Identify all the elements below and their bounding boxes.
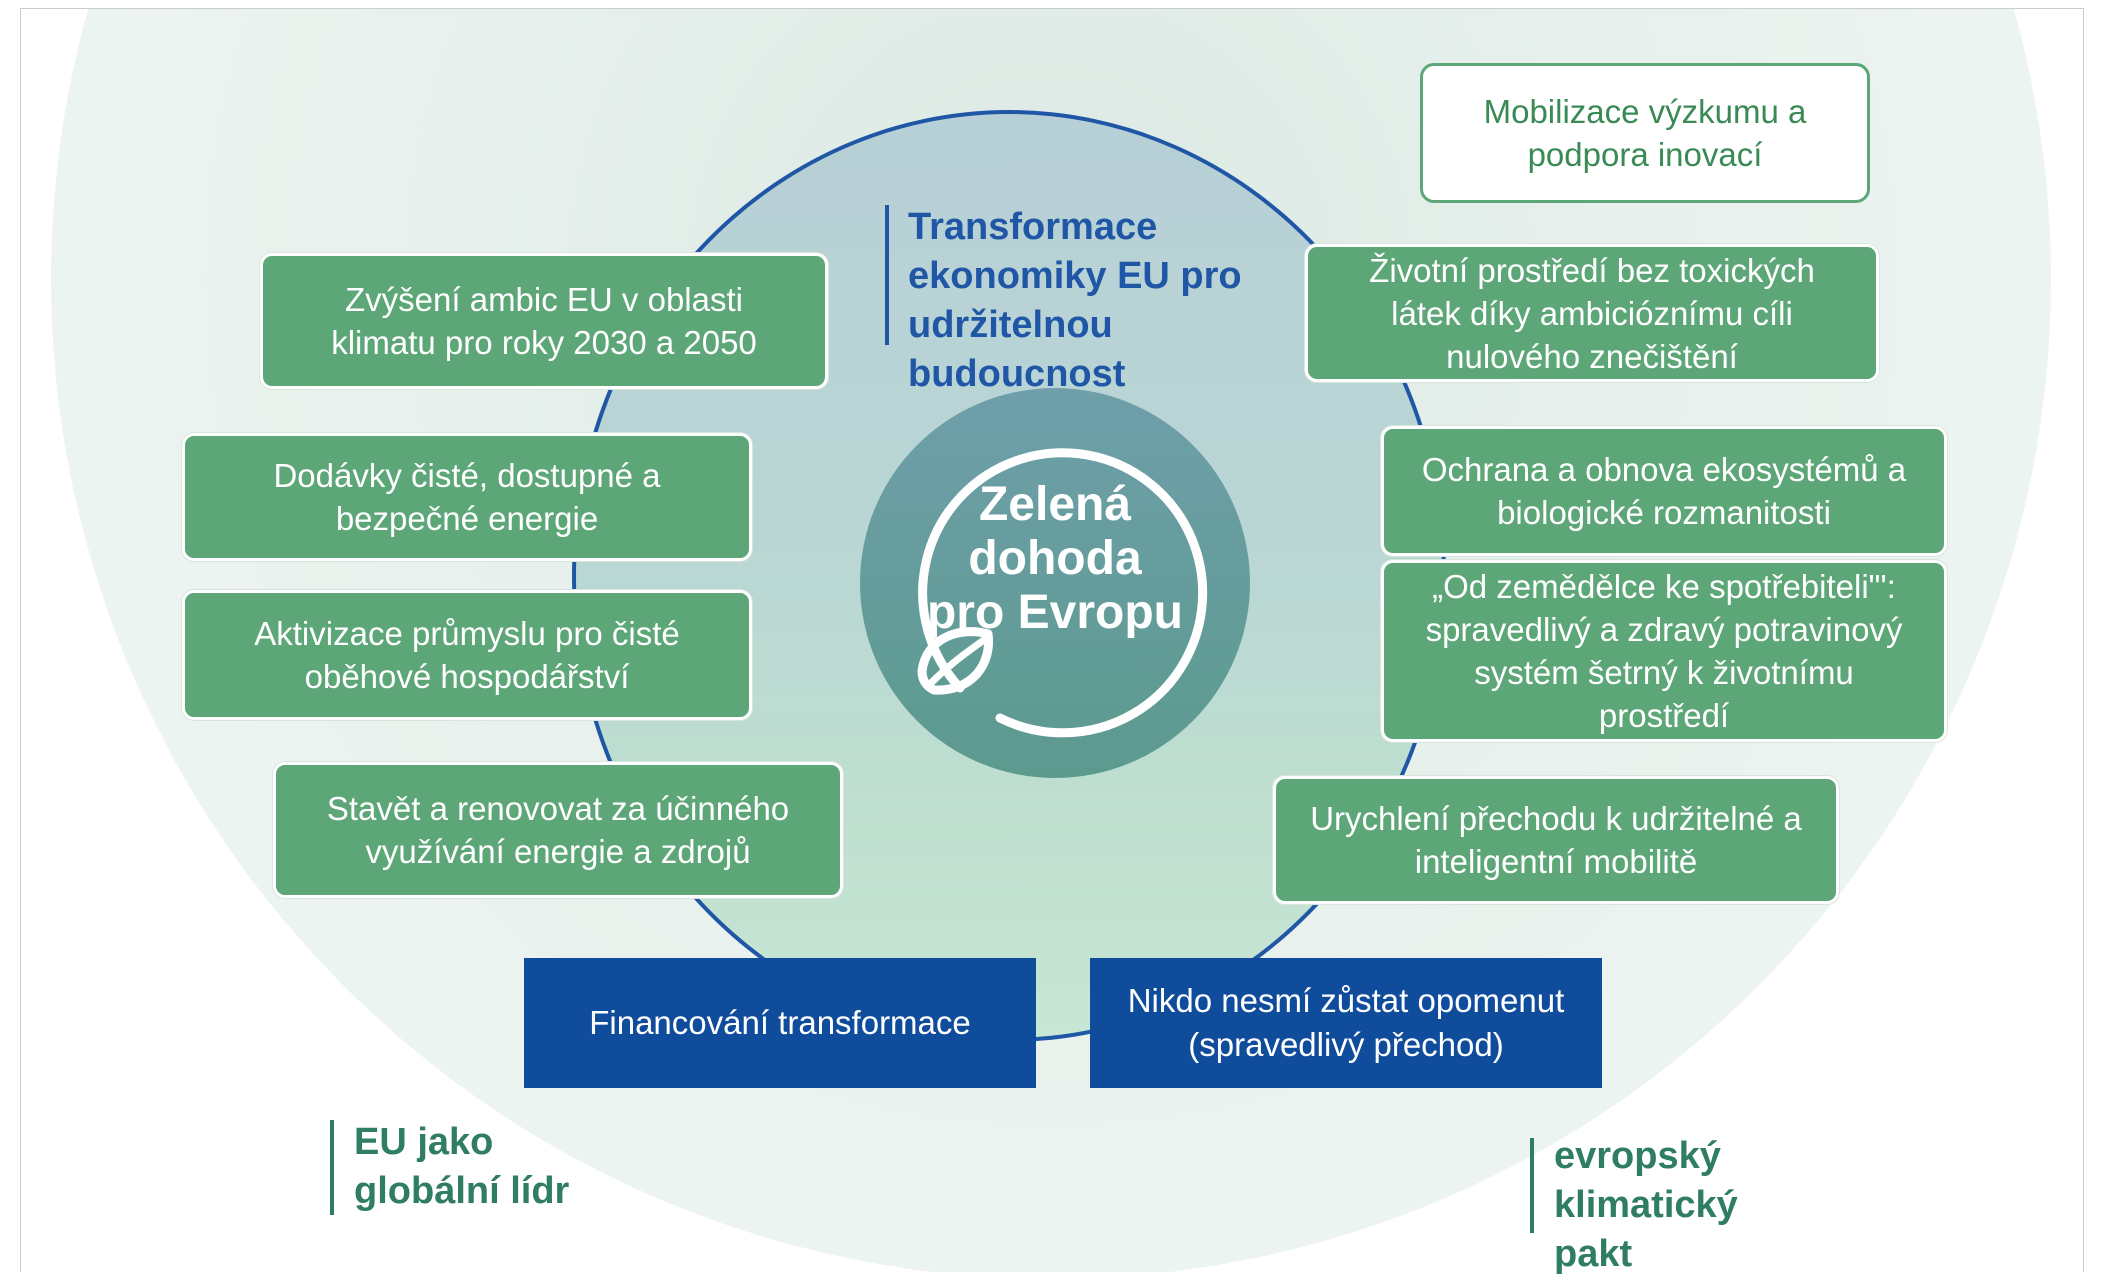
left-box-circular-industry: Aktivizace průmyslu pro čisté oběhové ho… bbox=[182, 590, 752, 720]
leaf-icon bbox=[917, 627, 993, 695]
right-box-biodiversity: Ochrana a obnova ekosystémů a biologické… bbox=[1381, 426, 1947, 556]
financing-box: Financování transformace bbox=[524, 958, 1036, 1088]
right-box-zero-pollution: Životní prostředí bez toxických látek dí… bbox=[1305, 244, 1879, 382]
global-leader-heading: EU jako globální lídr bbox=[354, 1121, 570, 1212]
right-box-sustainable-mobility: Urychlení přechodu k udržitelné a inteli… bbox=[1273, 776, 1839, 904]
left-box-climate-ambition: Zvýšení ambic EU v oblasti klimatu pro r… bbox=[260, 253, 828, 389]
climate-pact-heading: evropský klimatický pakt bbox=[1554, 1135, 1738, 1275]
climate-pact-heading-bar bbox=[1530, 1138, 1534, 1233]
just-transition-box: Nikdo nesmí zůstat opomenut (spravedlivý… bbox=[1090, 958, 1602, 1088]
left-box-building-renovation: Stavět a renovovat za účinného využívání… bbox=[273, 762, 843, 898]
right-box-farm-to-fork: „Od zemědělce ke spotřebiteli"': spraved… bbox=[1381, 560, 1947, 742]
research-box: Mobilizace výzkumu a podpora inovací bbox=[1420, 63, 1870, 203]
transformation-heading: Transformace ekonomiky EU pro udržitelno… bbox=[908, 206, 1242, 395]
transformation-heading-bar bbox=[885, 205, 889, 345]
center-title: Zelená dohoda pro Evropu bbox=[926, 478, 1183, 639]
global-leader-heading-bar bbox=[330, 1120, 334, 1215]
left-box-clean-energy: Dodávky čisté, dostupné a bezpečné energ… bbox=[182, 433, 752, 561]
core-ring-graphic bbox=[917, 448, 1208, 738]
